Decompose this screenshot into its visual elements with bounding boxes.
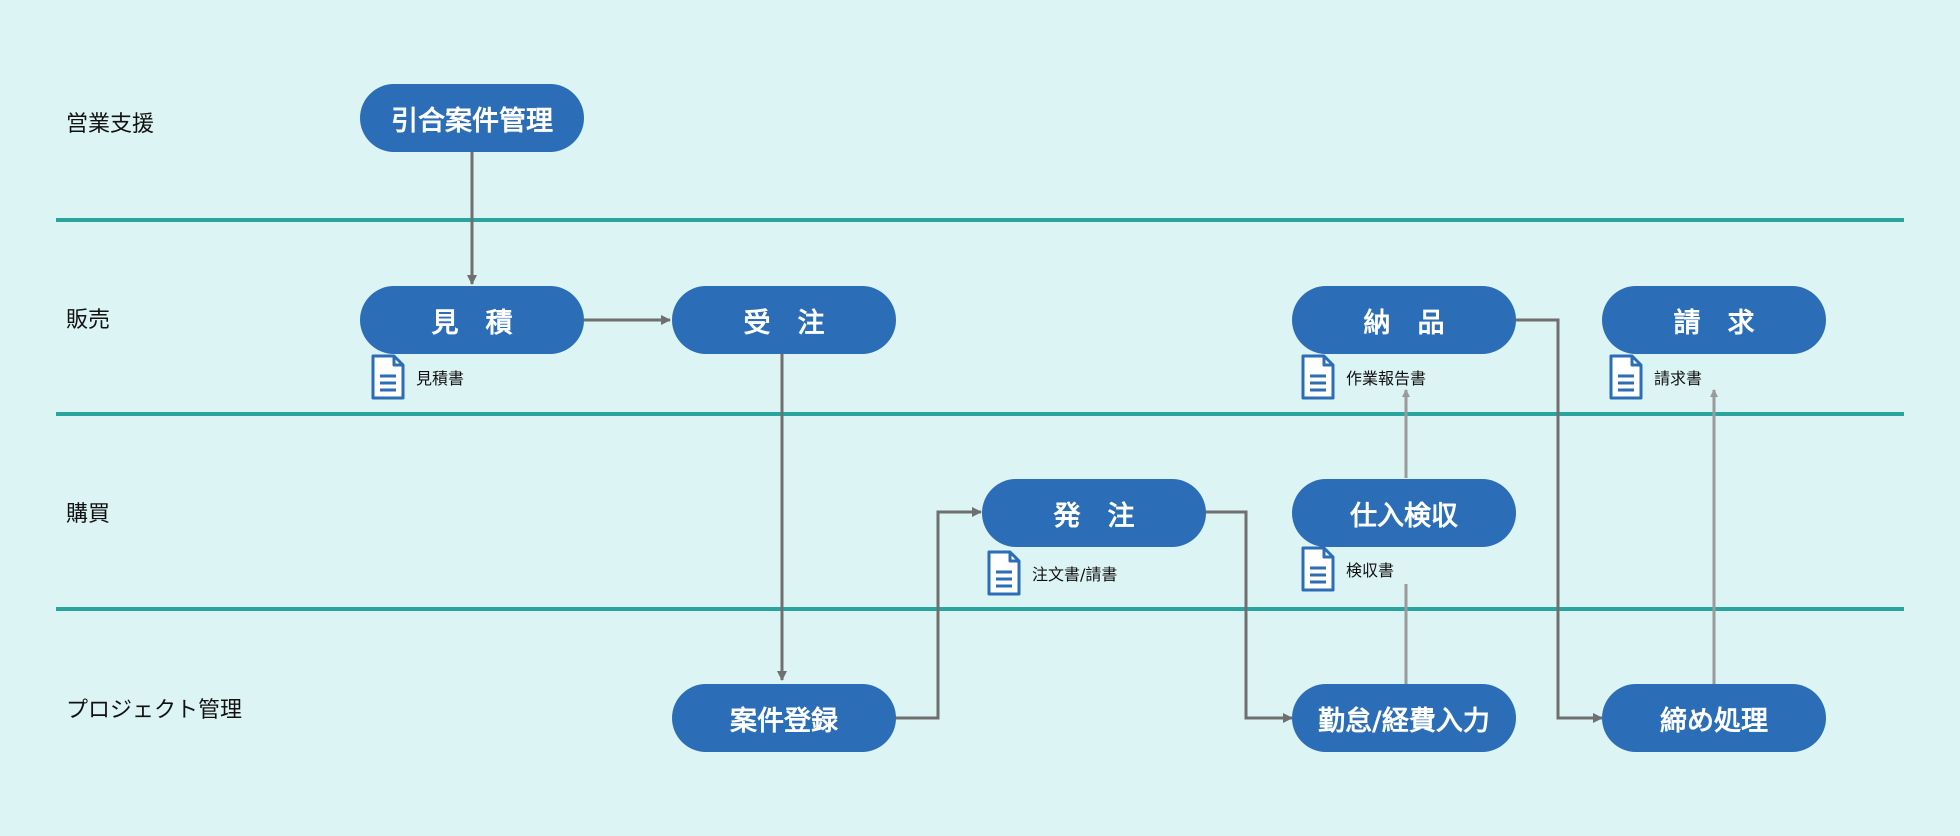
doc-sagyo-hokokusho: 作業報告書 — [1300, 354, 1426, 400]
doc-chumonsho-ukesho: 注文書/請書 — [986, 550, 1117, 596]
lane-label-sales: 販売 — [66, 308, 111, 333]
lane-label-sales-support: 営業支援 — [66, 112, 155, 137]
node-shime-shori: 締め処理 — [1602, 684, 1826, 752]
node-hatchu: 発 注 — [982, 479, 1206, 547]
node-juchu: 受 注 — [672, 286, 896, 354]
lane-label-project-management: プロジェクト管理 — [66, 698, 243, 723]
doc-label: 注文書/請書 — [1032, 565, 1118, 584]
doc-label: 作業報告書 — [1346, 369, 1427, 388]
flow-hatchu-to-kintai — [1204, 510, 1293, 723]
doc-seikyusho: 請求書 — [1608, 354, 1702, 400]
doc-label: 請求書 — [1654, 369, 1703, 388]
node-seikyu: 請 求 — [1602, 286, 1826, 354]
flow-nohin-to-shime — [1516, 318, 1603, 723]
node-mitsumori: 見 積 — [360, 286, 584, 354]
document-icon — [371, 354, 405, 400]
doc-label: 見積書 — [416, 369, 465, 388]
doc-kenshusho: 検収書 — [1300, 546, 1394, 592]
node-kintai-keihi: 勤怠/経費入力 — [1292, 684, 1516, 752]
lane-divider-1 — [56, 218, 1904, 222]
node-hikiai-anken-kanri: 引合案件管理 — [360, 84, 584, 152]
document-icon — [1301, 354, 1335, 400]
doc-mitsumorisho: 見積書 — [370, 354, 464, 400]
flow-anken-to-hatchu — [894, 507, 982, 720]
lane-divider-2 — [56, 412, 1904, 416]
document-icon — [1609, 354, 1643, 400]
document-icon — [1301, 546, 1335, 592]
document-icon — [987, 550, 1021, 596]
node-anken-toroku: 案件登録 — [672, 684, 896, 752]
lane-label-purchasing: 購買 — [66, 502, 111, 527]
node-shiire-kenshu: 仕入検収 — [1292, 479, 1516, 547]
doc-label: 検収書 — [1346, 561, 1395, 580]
lane-divider-3 — [56, 607, 1904, 611]
node-nohin: 納 品 — [1292, 286, 1516, 354]
